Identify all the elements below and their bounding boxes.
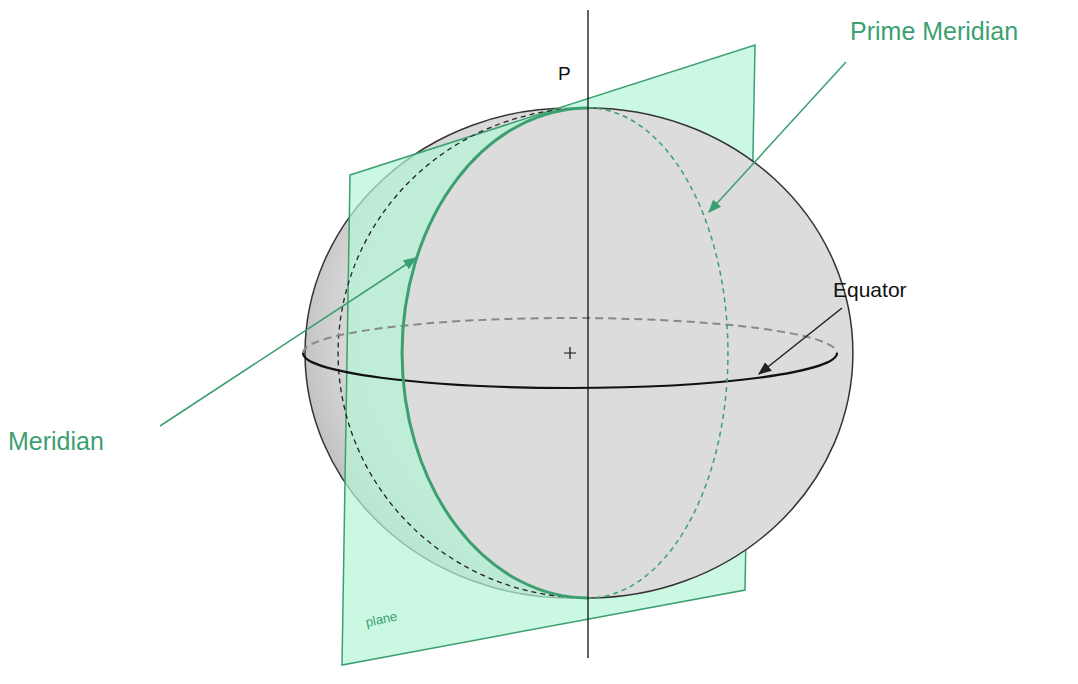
point-label: P (558, 64, 571, 85)
leader-line (160, 258, 416, 426)
rotation-axis (587, 10, 588, 658)
meridian-back (338, 108, 588, 598)
leader-line (709, 62, 846, 212)
callout-label: Meridian (8, 428, 104, 456)
centre-mark (564, 347, 576, 359)
leader-line (759, 308, 842, 374)
meridian (402, 108, 588, 598)
sphere-front (402, 108, 853, 598)
callout-label: Prime Meridian (850, 18, 1018, 46)
callout-label: Equator (833, 278, 907, 301)
prime-meridian (588, 108, 728, 598)
